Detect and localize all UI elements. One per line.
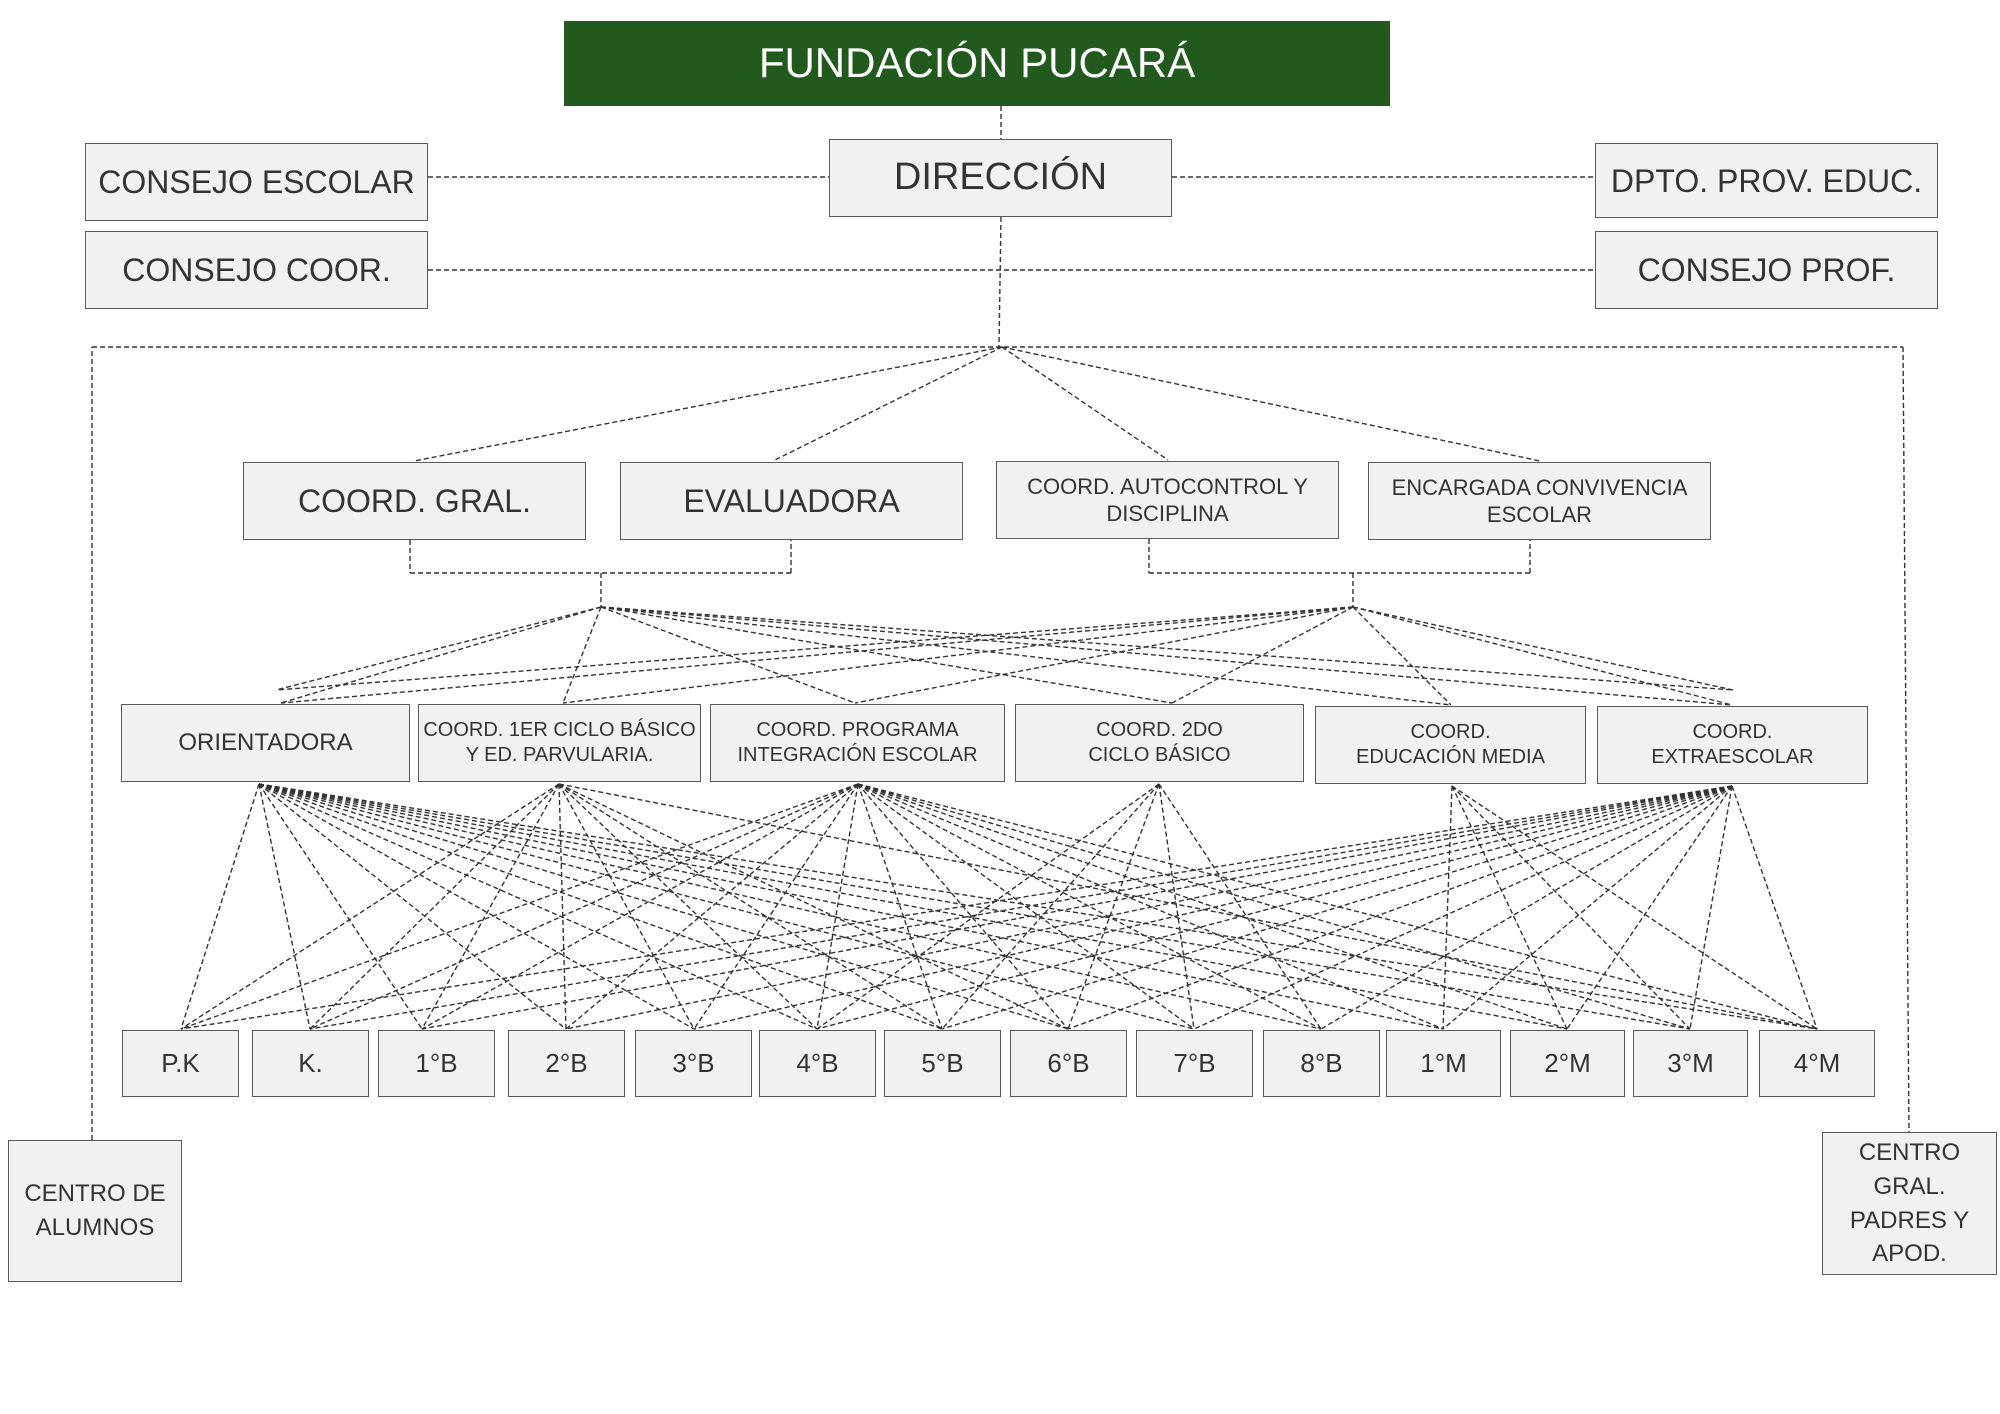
dpto-prov-educ-box: DPTO. PROV. EDUC.	[1595, 143, 1938, 218]
coord-pie-box: COORD. PROGRAMA INTEGRACIÓN ESCOLAR	[710, 704, 1005, 782]
level-box: 1°M	[1386, 1030, 1501, 1097]
level-box: 4°B	[759, 1030, 876, 1097]
consejo-escolar-box: CONSEJO ESCOLAR	[85, 143, 428, 221]
level-box: 2°B	[508, 1030, 625, 1097]
coord-gral-box: COORD. GRAL.	[243, 462, 586, 540]
level-box: 2°M	[1510, 1030, 1625, 1097]
level-box: 5°B	[884, 1030, 1001, 1097]
orientadora-box: ORIENTADORA	[121, 704, 410, 782]
coord-autocontrol-box: COORD. AUTOCONTROL Y DISCIPLINA	[996, 461, 1339, 539]
level-box: 3°M	[1633, 1030, 1748, 1097]
coord-extraescolar-box: COORD. EXTRAESCOLAR	[1597, 706, 1868, 784]
coord-2do-ciclo-box: COORD. 2DO CICLO BÁSICO	[1015, 704, 1304, 782]
level-box: 4°M	[1759, 1030, 1875, 1097]
level-box: 7°B	[1136, 1030, 1253, 1097]
centro-alumnos-box: CENTRO DE ALUMNOS	[8, 1140, 182, 1282]
level-box: P.K	[122, 1030, 239, 1097]
coord-educacion-media-box: COORD. EDUCACIÓN MEDIA	[1315, 706, 1586, 784]
consejo-coor-box: CONSEJO COOR.	[85, 231, 428, 309]
foundation-title: FUNDACIÓN PUCARÁ	[564, 21, 1390, 106]
level-box: 1°B	[378, 1030, 495, 1097]
consejo-prof-box: CONSEJO PROF.	[1595, 231, 1938, 309]
evaluadora-box: EVALUADORA	[620, 462, 963, 540]
direccion-box: DIRECCIÓN	[829, 139, 1172, 217]
level-box: 3°B	[635, 1030, 752, 1097]
centro-padres-box: CENTRO GRAL. PADRES Y APOD.	[1822, 1132, 1997, 1275]
level-box: 6°B	[1010, 1030, 1127, 1097]
coord-1er-ciclo-box: COORD. 1ER CICLO BÁSICO Y ED. PARVULARIA…	[418, 704, 701, 782]
level-box: K.	[252, 1030, 369, 1097]
encargada-convivencia-box: ENCARGADA CONVIVENCIA ESCOLAR	[1368, 462, 1711, 540]
level-box: 8°B	[1263, 1030, 1380, 1097]
